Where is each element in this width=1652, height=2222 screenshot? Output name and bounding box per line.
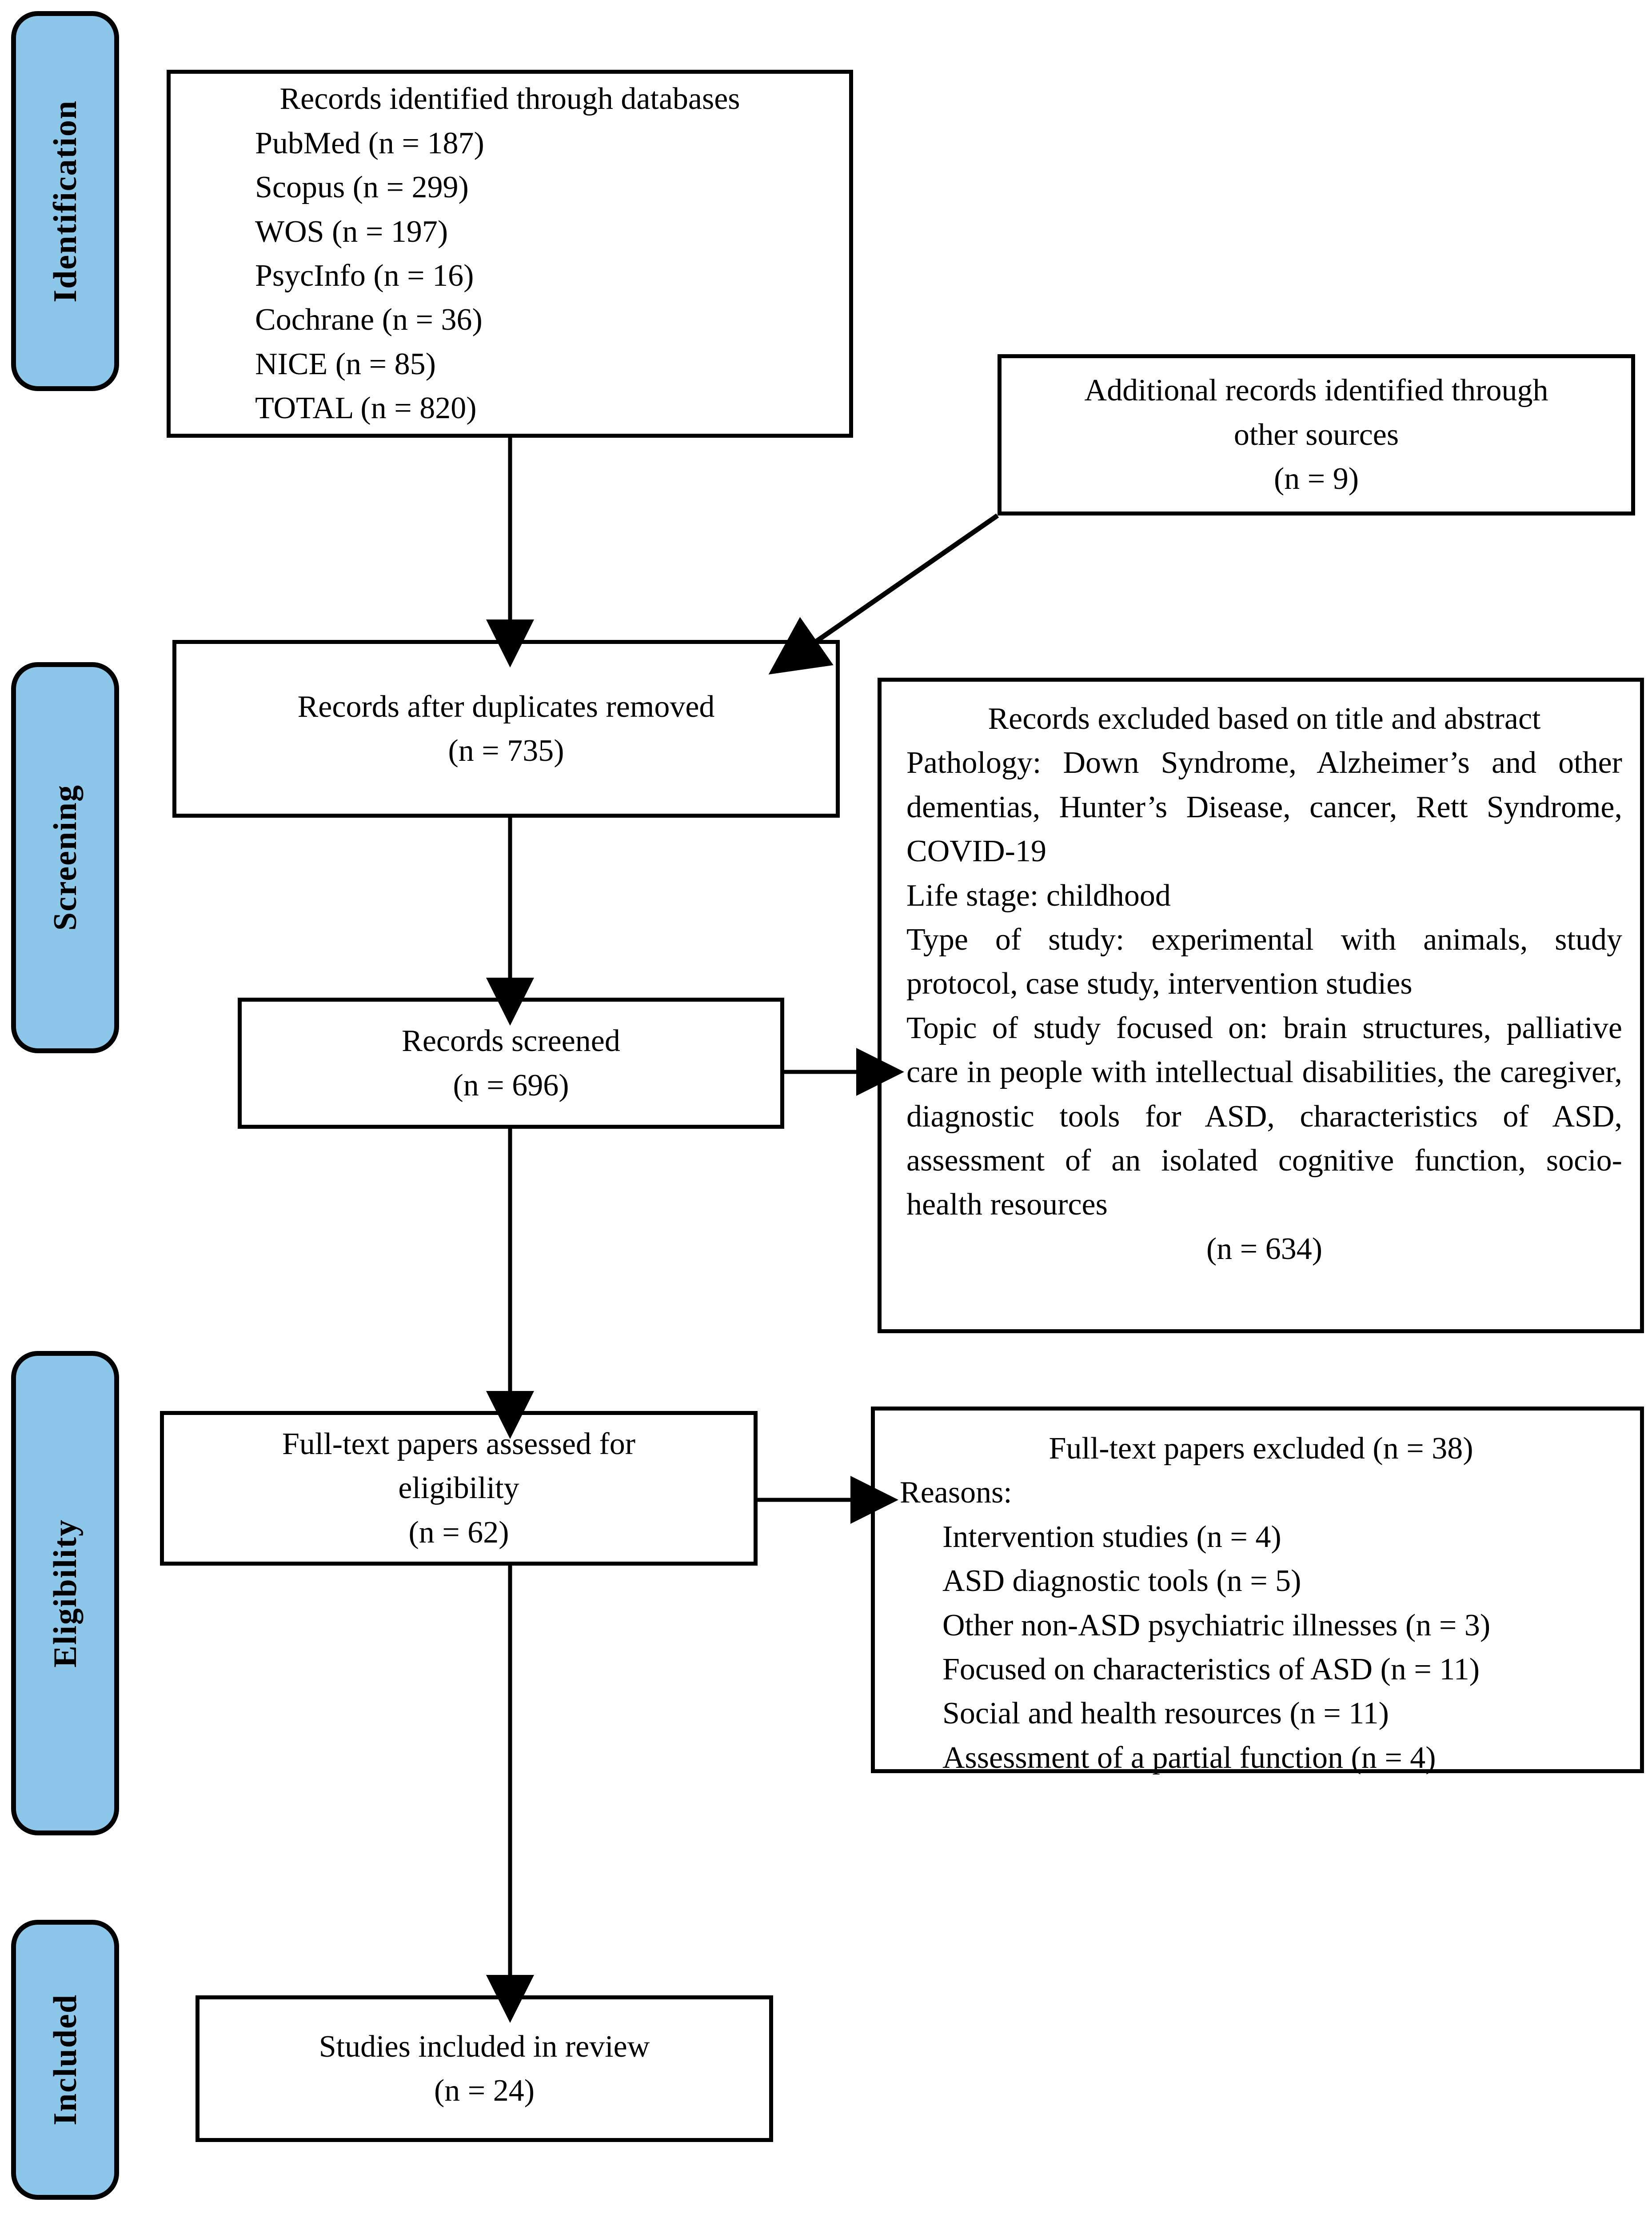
screening-criterion-type-of-study: Type of study: experimental with animals…	[906, 922, 1622, 1001]
screening-excluded-count: (n = 634)	[1206, 1231, 1323, 1266]
fulltext-excluded-box: Full-text papers excluded (n = 38) Reaso…	[871, 1407, 1644, 1775]
arrow-other-sources-to-duplicates	[768, 513, 999, 675]
fulltext-excluded-heading: Full-text papers excluded (n = 38)	[1049, 1431, 1473, 1466]
records-screened-label: Records screened	[402, 1024, 620, 1059]
duplicates-label: Records after duplicates removed	[297, 689, 715, 724]
fulltext-assessed-line1: Full-text papers assessed for	[282, 1427, 636, 1461]
fulltext-assessed-line2: eligibility	[398, 1471, 519, 1506]
source-cochrane: Cochrane (n = 36)	[255, 303, 483, 337]
records-after-duplicates-box: Records after duplicates removed (n = 73…	[172, 640, 840, 818]
records-screened-count: (n = 696)	[453, 1068, 569, 1103]
phase-tab-eligibility-label: Eligibility	[47, 1519, 84, 1668]
fulltext-assessed-count: (n = 62)	[408, 1515, 509, 1550]
source-pubmed: PubMed (n = 187)	[255, 126, 484, 160]
records-screened-box: Records screened (n = 696)	[238, 998, 784, 1129]
phase-tab-included: Included	[11, 1920, 119, 2200]
source-total: TOTAL (n = 820)	[255, 391, 477, 426]
source-nice: NICE (n = 85)	[255, 347, 436, 381]
phase-tab-screening: Screening	[11, 662, 119, 1053]
databases-heading: Records identified through databases	[279, 82, 740, 116]
fulltext-reasons-label: Reasons:	[900, 1475, 1012, 1510]
studies-included-label: Studies included in review	[319, 2029, 650, 2064]
studies-included-box: Studies included in review (n = 24)	[196, 1995, 773, 2142]
screening-criterion-topic-of-study: Topic of study focused on: brain structu…	[906, 1011, 1622, 1222]
phase-tab-screening-label: Screening	[47, 784, 84, 931]
fulltext-reason-partial-function: Assessment of a partial function (n = 4)	[942, 1740, 1436, 1775]
other-sources-count: (n = 9)	[1273, 462, 1359, 496]
phase-tab-identification: Identification	[11, 11, 119, 391]
studies-included-count: (n = 24)	[434, 2074, 535, 2108]
fulltext-reason-intervention: Intervention studies (n = 4)	[942, 1519, 1281, 1554]
source-scopus: Scopus (n = 299)	[255, 170, 469, 205]
other-sources-line1: Additional records identified through	[1084, 373, 1548, 408]
source-psycinfo: PsycInfo (n = 16)	[255, 259, 474, 293]
duplicates-count: (n = 735)	[448, 734, 564, 768]
screening-criterion-pathology: Pathology: Down Syndrome, Alzheimer’s an…	[906, 746, 1622, 869]
records-identified-databases-box: Records identified through databases Pub…	[167, 70, 853, 438]
records-excluded-title-abstract-box: Records excluded based on title and abst…	[878, 678, 1644, 1333]
phase-tab-eligibility: Eligibility	[11, 1351, 119, 1835]
fulltext-reason-psychiatric: Other non-ASD psychiatric illnesses (n =…	[942, 1608, 1491, 1643]
fulltext-reason-social-health: Social and health resources (n = 11)	[942, 1696, 1389, 1731]
fulltext-assessed-box: Full-text papers assessed for eligibilit…	[160, 1411, 758, 1566]
phase-tab-included-label: Included	[47, 1994, 84, 2126]
phase-tab-identification-label: Identification	[47, 100, 84, 303]
additional-records-other-sources-box: Additional records identified through ot…	[998, 354, 1635, 516]
screening-criterion-life-stage: Life stage: childhood	[906, 878, 1171, 913]
source-wos: WOS (n = 197)	[255, 214, 448, 249]
other-sources-line2: other sources	[1233, 417, 1399, 452]
screening-excluded-heading: Records excluded based on title and abst…	[988, 702, 1541, 736]
fulltext-reason-characteristics: Focused on characteristics of ASD (n = 1…	[942, 1652, 1480, 1686]
fulltext-reason-diagnostic-tools: ASD diagnostic tools (n = 5)	[942, 1564, 1301, 1599]
